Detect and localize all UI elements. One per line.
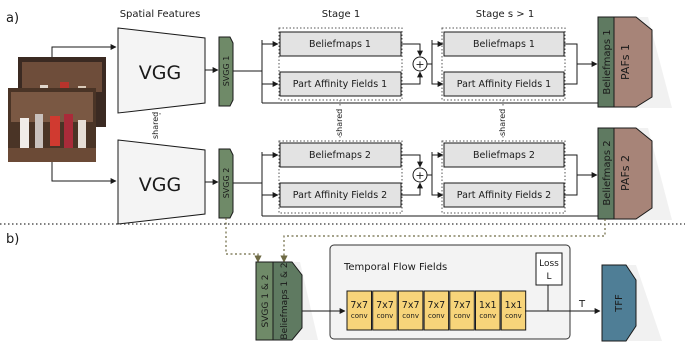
concat-plus-row1: + xyxy=(415,58,424,71)
stage-s-beliefmaps-1-label: Beliefmaps 1 xyxy=(473,39,535,50)
conv-layer-5-type: conv xyxy=(454,312,471,320)
stage1-paf-2-label: Part Affinity Fields 2 xyxy=(293,190,387,201)
stage-s-beliefmaps-1 xyxy=(443,31,565,57)
stage1-beliefmaps-2-label: Beliefmaps 2 xyxy=(309,150,371,161)
vgg-block-2 xyxy=(117,139,206,225)
conv-layer-1-type: conv xyxy=(351,312,368,320)
conv-layer-2-size: 7x7 xyxy=(376,300,394,311)
conv-layer-1 xyxy=(346,290,372,331)
header-spatial-features: Spatial Features xyxy=(120,9,201,20)
conv-layer-5-size: 7x7 xyxy=(453,300,471,311)
input-video-frames xyxy=(8,57,106,162)
loss-box xyxy=(535,252,563,286)
out-pafs-2 xyxy=(613,127,653,220)
label-part-b: b) xyxy=(6,232,19,247)
out-beliefmaps-1-label: Beliefmaps 1 xyxy=(602,29,613,94)
stage-s-paf-1-label: Part Affinity Fields 1 xyxy=(457,79,551,90)
shared-label-stage-s: shared xyxy=(498,109,507,136)
out-pafs-1 xyxy=(613,16,653,108)
out-pafs-2-label: PAFs 2 xyxy=(619,155,632,191)
loss-line2: L xyxy=(546,272,551,282)
stage-s-paf-2-label: Part Affinity Fields 2 xyxy=(457,190,551,201)
vgg-block-1 xyxy=(117,27,206,114)
stage-s-group-row2 xyxy=(441,140,566,214)
stage1-beliefmaps-2 xyxy=(279,142,402,168)
conv-layer-6-size: 1x1 xyxy=(479,300,497,311)
stage1-beliefmaps-1-label: Beliefmaps 1 xyxy=(309,39,371,50)
stage1-paf-2 xyxy=(279,182,402,208)
stage1-beliefmaps-1 xyxy=(279,31,402,57)
t-label: T xyxy=(578,299,586,310)
conv-layer-6 xyxy=(475,290,501,331)
tff-title: Temporal Flow Fields xyxy=(343,262,447,273)
stage-s-beliefmaps-2 xyxy=(443,142,565,168)
vgg-1-label: VGG xyxy=(139,62,181,84)
stage1-paf-1-label: Part Affinity Fields 1 xyxy=(293,79,387,90)
stage1-paf-1 xyxy=(279,71,402,97)
combined-beliefmaps-label: Beliefmaps 1 & 2 xyxy=(280,262,290,339)
conv-layer-7 xyxy=(500,290,527,331)
conv-layers: 7x7conv7x7conv7x7conv7x7conv7x7conv1x1co… xyxy=(346,290,527,331)
tff-output-block xyxy=(601,264,637,342)
stage1-group-row2 xyxy=(278,140,403,214)
tff-output-label: TFF xyxy=(614,294,625,313)
conv-layer-3-size: 7x7 xyxy=(402,300,420,311)
shared-label-stage1: shared xyxy=(335,109,344,136)
conv-layer-3 xyxy=(397,290,424,331)
header-stage-1: Stage 1 xyxy=(322,9,360,20)
svgg-1-label: SVGG 1 xyxy=(222,56,231,87)
conv-layer-1-size: 7x7 xyxy=(350,300,368,311)
conv-layer-2 xyxy=(372,290,398,331)
conv-layer-2-type: conv xyxy=(377,312,394,320)
stage-s-beliefmaps-2-label: Beliefmaps 2 xyxy=(473,150,535,161)
label-part-a: a) xyxy=(6,11,19,26)
conv-layer-6-type: conv xyxy=(479,312,496,320)
concat-plus-row2: + xyxy=(415,169,424,182)
header-stage-s: Stage s > 1 xyxy=(476,9,534,20)
combined-svgg-label: SVGG 1 & 2 xyxy=(261,275,271,328)
conv-layer-4-type: conv xyxy=(428,312,445,320)
vgg-2-label: VGG xyxy=(139,174,181,196)
svgg-2-label: SVGG 2 xyxy=(222,168,231,199)
svgg-block-1 xyxy=(218,36,234,107)
svgg-block-2 xyxy=(218,148,234,219)
loss-line1: Loss xyxy=(539,259,559,269)
stage-s-paf-2 xyxy=(443,182,565,208)
combined-beliefmaps-block xyxy=(272,261,303,341)
conv-layer-4 xyxy=(423,290,450,331)
conv-layer-5 xyxy=(449,290,475,331)
shared-label-vgg: shared xyxy=(151,112,160,139)
out-pafs-1-label: PAFs 1 xyxy=(619,44,632,80)
conv-layer-3-type: conv xyxy=(402,312,419,320)
conv-layer-7-type: conv xyxy=(505,312,522,320)
conv-layer-7-size: 1x1 xyxy=(505,300,523,311)
conv-layer-4-size: 7x7 xyxy=(427,300,445,311)
out-beliefmaps-2-label: Beliefmaps 2 xyxy=(602,140,613,205)
